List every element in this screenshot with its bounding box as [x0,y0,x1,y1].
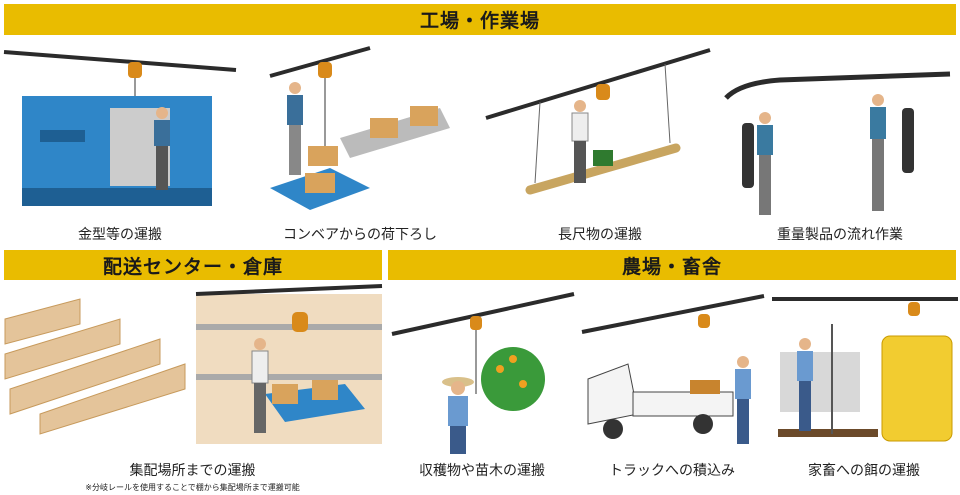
hoist-icon [128,62,142,78]
panel-feed-transport: 家畜への餌の運搬 [770,284,958,495]
caption: 集配場所までの運搬 [129,463,256,479]
panel-truck-loading: トラックへの積込み [578,284,766,495]
heavy-products-illustration [724,71,951,215]
caption-note: ※分岐レールを使用することで棚から集配場所まで運搬可能 [85,483,300,492]
panel-warehouse-transport: 集配場所までの運搬 ※分岐レールを使用することで棚から集配場所まで運搬可能 [0,284,385,495]
warehouse-illustration [4,284,383,444]
caption: トラックへの積込み [609,463,735,479]
machine-hoist-illustration [3,50,237,206]
section-banner-factory: 工場・作業場 [4,4,956,35]
caption: 家畜への餌の運搬 [808,463,920,479]
caption: 収穫物や苗木の運搬 [419,463,545,479]
feed-illustration [772,297,958,442]
truck-illustration [581,294,765,444]
caption: 重量製品の流れ作業 [777,227,903,243]
section-banner-farm: 農場・畜舎 [388,250,956,280]
panel-harvest-transport: 収穫物や苗木の運搬 [388,284,576,495]
caption: コンベアからの荷下ろし [283,227,437,243]
harvest-illustration [391,292,575,454]
panel-mold-transport: 金型等の運搬 [0,38,240,248]
caption: 金型等の運搬 [78,227,162,243]
panel-long-material: 長尺物の運搬 [480,38,720,248]
panel-heavy-products: 重量製品の流れ作業 [720,38,960,248]
long-material-illustration [485,48,711,195]
section-banner-warehouse: 配送センター・倉庫 [4,250,382,280]
conveyor-illustration [269,46,450,210]
panel-conveyor-unloading: コンベアからの荷下ろし [240,38,480,248]
caption: 長尺物の運搬 [558,227,642,243]
